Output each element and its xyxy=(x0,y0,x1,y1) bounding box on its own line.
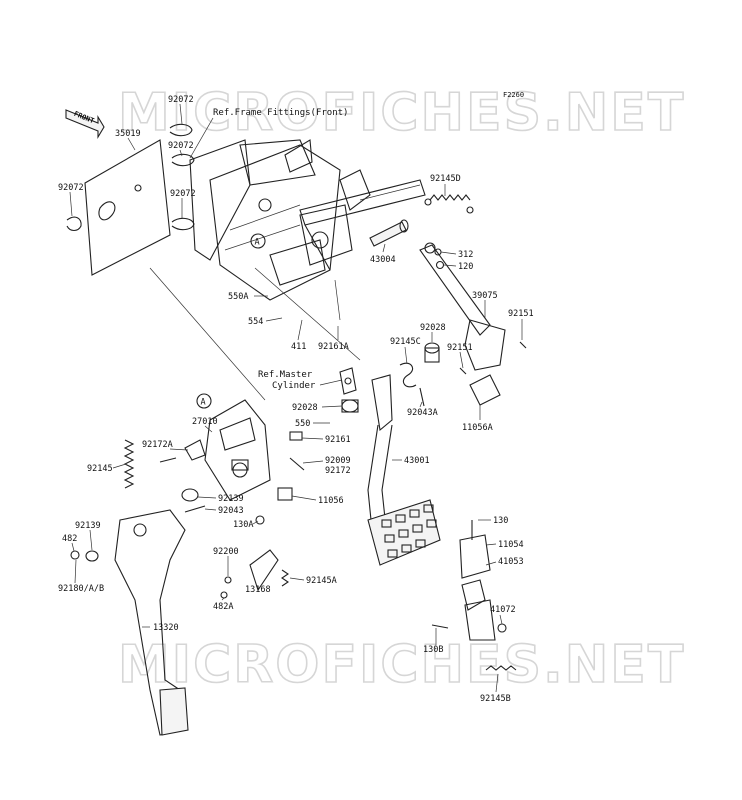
clutch-pedal-13320 xyxy=(114,509,189,736)
part-label: 92200 xyxy=(213,547,239,557)
part-label: 120 xyxy=(458,262,473,272)
part-label: 92072 xyxy=(58,183,84,193)
master-cylinder-clevis xyxy=(339,367,357,395)
diagram-code: F2260 xyxy=(503,91,524,99)
part-label: 92145 xyxy=(87,464,113,474)
bracket-11056-icon xyxy=(277,487,293,501)
pin-92043A-icon xyxy=(419,387,425,407)
switch-bracket-11054 xyxy=(431,520,517,671)
lever-39075 xyxy=(419,242,506,371)
front-arrow-icon: FRONT xyxy=(65,109,105,139)
bolt-92009-icon xyxy=(289,457,305,471)
bracket-92172A xyxy=(184,439,206,461)
part-label: 92151 xyxy=(508,309,534,319)
clip-482-icon xyxy=(70,550,80,560)
svg-text:A: A xyxy=(201,398,206,408)
part-label: 92072 xyxy=(168,141,194,151)
part-label: 92028 xyxy=(420,323,446,333)
pin-92043-icon xyxy=(184,505,206,513)
washer-92200-icon xyxy=(224,576,232,584)
part-label: 92161A xyxy=(318,342,349,352)
part-label: 13320 xyxy=(153,623,179,633)
part-label: 482A xyxy=(213,602,233,612)
part-label: 92172A xyxy=(142,440,173,450)
bolt-130B-icon xyxy=(431,624,449,629)
part-label: 92043A xyxy=(407,408,438,418)
spring-92145A-icon xyxy=(281,569,289,587)
bushing-92028-icon xyxy=(424,342,440,363)
part-label: 550A xyxy=(228,292,248,302)
part-label: 482 xyxy=(62,534,77,544)
part-label: 312 xyxy=(458,250,473,260)
part-label: 41072 xyxy=(490,605,516,615)
part-label: 13168 xyxy=(245,585,271,595)
part-label: 92180/A/B xyxy=(58,584,104,594)
part-label: 92139 xyxy=(75,521,101,531)
bracket-11056A xyxy=(469,374,501,420)
part-label: 92139 xyxy=(218,494,244,504)
part-label: 411 xyxy=(291,342,306,352)
part-label: 43004 xyxy=(370,255,396,265)
bolt-92172A-icon xyxy=(159,457,177,463)
part-label: 550 xyxy=(295,419,310,429)
ref-master-cylinder-label-2: Cylinder xyxy=(272,381,316,391)
cover-plate-35019 xyxy=(84,139,171,276)
part-label: 92072 xyxy=(168,95,194,105)
part-label: 39075 xyxy=(472,291,498,301)
part-label: 11054 xyxy=(498,540,524,550)
bolt-92151-b-icon xyxy=(459,367,467,375)
part-label: 130B xyxy=(423,645,443,655)
callout-a-upper: A xyxy=(250,233,266,249)
spring-92145-icon xyxy=(123,439,135,489)
part-label: 92145A xyxy=(306,576,337,586)
spring-92145B-icon xyxy=(485,665,517,671)
bolt-130A-icon xyxy=(255,515,265,525)
callout-a-lower: A xyxy=(196,393,212,409)
collar-92139-icon xyxy=(181,488,199,502)
part-label: 92072 xyxy=(170,189,196,199)
part-label: 92151 xyxy=(447,343,473,353)
svg-text:A: A xyxy=(255,238,260,248)
bolt-120-icon xyxy=(435,260,445,270)
brake-pedal-43001 xyxy=(367,374,441,566)
part-label: 92161 xyxy=(325,435,351,445)
ref-frame-fittings-label: Ref.Frame Fittings(Front) xyxy=(213,108,348,118)
part-label: 41053 xyxy=(498,557,524,567)
clip-482A-icon xyxy=(220,591,228,599)
part-label: 92043 xyxy=(218,506,244,516)
nut-41072-icon xyxy=(497,623,507,633)
part-label-group: 92072 35019 92072 92072 92072 92145D 312… xyxy=(58,95,534,704)
watermark-bottom: MICROFICHES.NET xyxy=(118,635,685,695)
part-label: 92145B xyxy=(480,694,511,704)
part-label: 92009 xyxy=(325,456,351,466)
part-label: 11056A xyxy=(462,423,493,433)
pedal-pad-grip-icon xyxy=(381,504,437,558)
clutch-bracket-27010 xyxy=(204,399,271,501)
pedal-bracket-assembly xyxy=(189,139,426,321)
ref-master-cylinder-label-1: Ref.Master xyxy=(258,370,313,380)
part-label: 43001 xyxy=(404,456,430,466)
bolt-92151-a-icon xyxy=(519,341,527,349)
spring-92145D-icon xyxy=(424,194,474,214)
part-label: 130A xyxy=(233,520,253,530)
bushing-92028-lower-icon xyxy=(341,399,359,413)
part-label: 35019 xyxy=(115,129,141,139)
part-label: 11056 xyxy=(318,496,344,506)
part-label: 554 xyxy=(248,317,263,327)
pivot-shaft-43004 xyxy=(369,219,409,247)
collar-92139-lower-icon xyxy=(85,550,99,562)
stop-92161-icon xyxy=(289,431,303,441)
part-label: 27010 xyxy=(192,417,218,427)
part-label: 130 xyxy=(493,516,508,526)
part-label: 92028 xyxy=(292,403,318,413)
part-label: 92145D xyxy=(430,174,461,184)
part-label: 92172 xyxy=(325,466,351,476)
part-label: 92145C xyxy=(390,337,421,347)
watermark-top: MICROFICHES.NET xyxy=(118,83,685,143)
spring-92145C-icon xyxy=(399,362,417,388)
